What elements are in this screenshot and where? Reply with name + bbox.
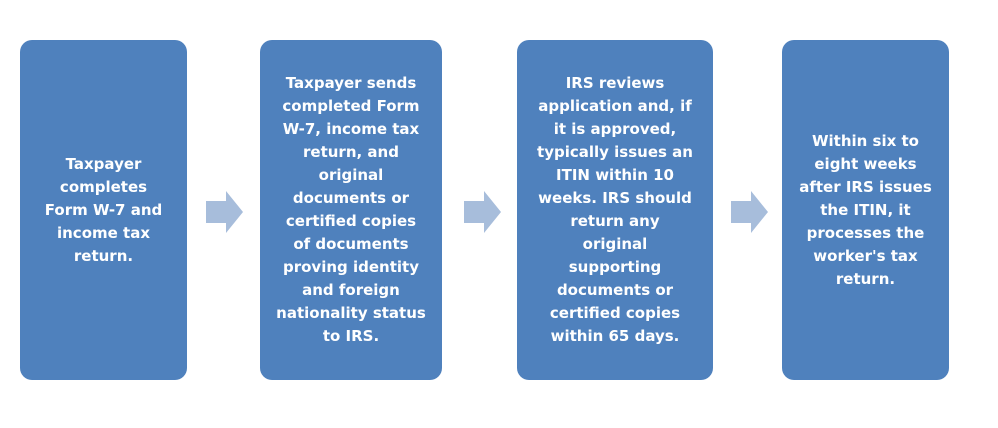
right-arrow-icon [206,191,243,233]
step-box-3: IRS reviews application and, if it is ap… [517,40,713,380]
step-text-1: Taxpayer completes Form W-7 and income t… [44,154,163,265]
right-arrow-icon [731,191,768,233]
right-arrow-icon [464,191,501,233]
step-text-3: IRS reviews application and, if it is ap… [537,74,693,345]
step-box-1: Taxpayer completes Form W-7 and income t… [20,40,187,380]
step-text-4: Within six to eight weeks after IRS issu… [799,131,932,288]
step-box-2: Taxpayer sends completed Form W-7, incom… [260,40,442,380]
step-box-4: Within six to eight weeks after IRS issu… [782,40,949,380]
step-text-2: Taxpayer sends completed Form W-7, incom… [276,74,426,345]
